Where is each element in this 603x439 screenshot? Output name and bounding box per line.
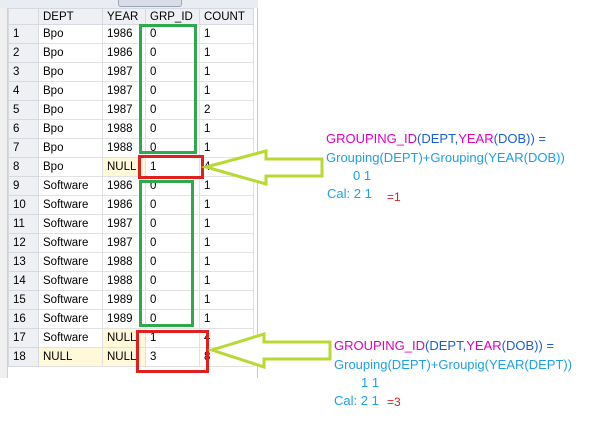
- year-cell[interactable]: NULL: [102, 347, 146, 367]
- annotation-1-cal: Cal: 2 1: [327, 186, 372, 201]
- year-cell[interactable]: 1988: [102, 119, 146, 139]
- column-rownum-header[interactable]: [8, 8, 39, 25]
- annotation-1-dob: DOB: [497, 131, 527, 146]
- annotation-1-year: YEAR: [458, 131, 494, 146]
- dept-cell[interactable]: Bpo: [38, 157, 103, 177]
- annotation-1-fn: GROUPING_ID: [326, 131, 418, 146]
- dept-cell[interactable]: Software: [38, 252, 103, 272]
- tab-strip: [0, 0, 258, 8]
- dept-cell[interactable]: Software: [38, 271, 103, 291]
- year-cell[interactable]: 1989: [102, 290, 146, 310]
- year-cell[interactable]: 1987: [102, 100, 146, 120]
- dept-cell[interactable]: Software: [38, 328, 103, 348]
- annotation-2-dob: DOB: [505, 338, 535, 353]
- row-number[interactable]: 2: [8, 43, 39, 63]
- column-year-header[interactable]: YEAR: [102, 8, 146, 25]
- column-grp-id-header[interactable]: GRP_ID: [145, 8, 200, 25]
- row-number[interactable]: 6: [8, 119, 39, 139]
- row-number[interactable]: 7: [8, 138, 39, 158]
- year-cell[interactable]: 1986: [102, 195, 146, 215]
- year-cell[interactable]: 1988: [102, 271, 146, 291]
- row-number[interactable]: 5: [8, 100, 39, 120]
- year-cell[interactable]: 1987: [102, 81, 146, 101]
- grid-left-rail: [0, 8, 8, 378]
- annotation-2-result: =3: [387, 395, 401, 409]
- row-number[interactable]: 9: [8, 176, 39, 196]
- dept-cell[interactable]: Software: [38, 195, 103, 215]
- annotation-2-bits: 1 1: [361, 375, 380, 390]
- row-number[interactable]: 8: [8, 157, 39, 177]
- annotation-1-result: =1: [387, 190, 401, 204]
- dept-cell[interactable]: Software: [38, 214, 103, 234]
- annotation-2-expansion: Grouping(DEPT)+Groupig(YEAR(DEPT)): [334, 357, 573, 372]
- annotation-1-formula: GROUPING_ID(DEPT,YEAR(DOB)) =: [326, 131, 547, 146]
- dept-cell[interactable]: Bpo: [38, 138, 103, 158]
- annotation-2-cal: Cal: 2 1: [334, 393, 379, 408]
- dept-cell[interactable]: Software: [38, 290, 103, 310]
- row-number[interactable]: 14: [8, 271, 39, 291]
- annotation-2-formula: GROUPING_ID(DEPT,YEAR(DOB)) =: [334, 338, 555, 353]
- arrow-to-row-8: [200, 149, 324, 186]
- grid-footer: [0, 378, 258, 439]
- count-cell[interactable]: 1: [199, 290, 254, 310]
- row-number[interactable]: 13: [8, 252, 39, 272]
- annotation-2-dept: DEPT: [429, 338, 463, 353]
- year-cell[interactable]: 1986: [102, 43, 146, 63]
- column-count-header[interactable]: COUNT: [199, 8, 254, 25]
- annotation-1-expansion: Grouping(DEPT)+Grouping(YEAR(DOB)): [326, 150, 565, 165]
- dept-cell[interactable]: Bpo: [38, 43, 103, 63]
- results-tab[interactable]: [118, 0, 182, 7]
- annotation-1-bits: 0 1: [353, 168, 372, 183]
- row-number[interactable]: 3: [8, 62, 39, 82]
- dept-cell[interactable]: Software: [38, 309, 103, 329]
- annotation-2-fn: GROUPING_ID: [334, 338, 426, 353]
- count-cell[interactable]: 2: [199, 100, 254, 120]
- row-number[interactable]: 4: [8, 81, 39, 101]
- year-cell[interactable]: NULL: [102, 157, 146, 177]
- arrow-to-row-18: [207, 331, 332, 370]
- annotation-2-year: YEAR: [466, 338, 502, 353]
- year-cell[interactable]: 1989: [102, 309, 146, 329]
- row-number[interactable]: 18: [8, 347, 39, 367]
- annotation-1-dept: DEPT: [421, 131, 455, 146]
